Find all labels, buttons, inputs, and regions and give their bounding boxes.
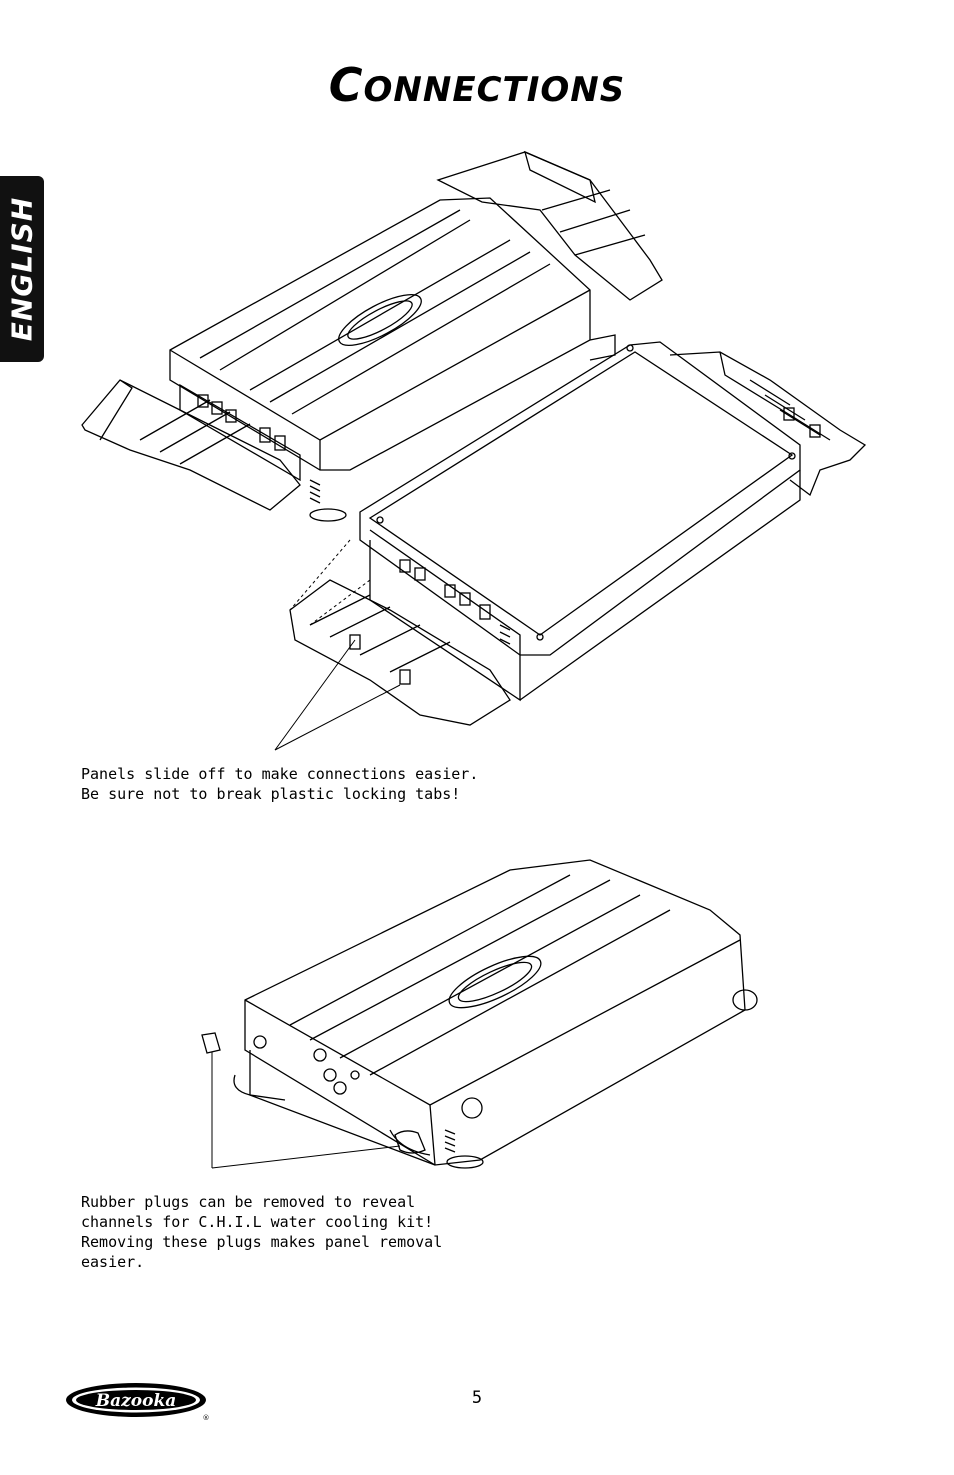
amplifier-assembled-body (233, 859, 758, 1169)
rubber-plug-right (394, 1130, 426, 1154)
figure-2-caption: Rubber plugs can be removed to reveal ch… (81, 1192, 442, 1272)
rubber-plugs (201, 1032, 426, 1154)
language-tab: ENGLISH (0, 176, 44, 362)
amplifier-bottom-unit (359, 341, 801, 702)
locking-tab-leader-lines (274, 539, 401, 751)
figure-rubber-plugs (190, 850, 780, 1180)
end-panel-lower (289, 579, 511, 726)
amplifier-exploded-drawing (81, 150, 867, 751)
figure-panels-removed (70, 140, 880, 760)
end-panel-right (669, 351, 867, 497)
bazooka-logo-mark: Bazooka ® (66, 1383, 210, 1422)
end-panel-lower-left (81, 379, 301, 511)
amplifier-assembled-drawing (201, 859, 758, 1169)
page-title: CONNECTIONS (0, 58, 954, 112)
amplifier-top-unit (169, 197, 616, 522)
figure-2-caption-line: channels for C.H.I.L water cooling kit! (81, 1213, 434, 1231)
end-panel-upper-right (436, 150, 663, 301)
page-title-initial: C (328, 58, 364, 112)
bazooka-logo: Bazooka ® (64, 1378, 214, 1426)
figure-1-caption-line: Be sure not to break plastic locking tab… (81, 785, 461, 803)
bazooka-logo-text: Bazooka (95, 1391, 177, 1411)
registered-mark: ® (203, 1414, 210, 1422)
figure-2-caption-line: easier. (81, 1253, 145, 1271)
page-number: 5 (471, 1388, 483, 1408)
figure-1-caption: Panels slide off to make connections eas… (81, 764, 478, 804)
figure-1-caption-line: Panels slide off to make connections eas… (81, 765, 479, 783)
page-title-rest: ONNECTIONS (363, 70, 626, 110)
figure-2-caption-line: Rubber plugs can be removed to reveal (81, 1193, 416, 1211)
rubber-plug-leader-lines (211, 1052, 401, 1169)
language-tab-label: ENGLISH (5, 196, 39, 342)
rubber-plug-left (201, 1032, 221, 1054)
figure-2-caption-line: Removing these plugs makes panel removal (81, 1233, 443, 1251)
